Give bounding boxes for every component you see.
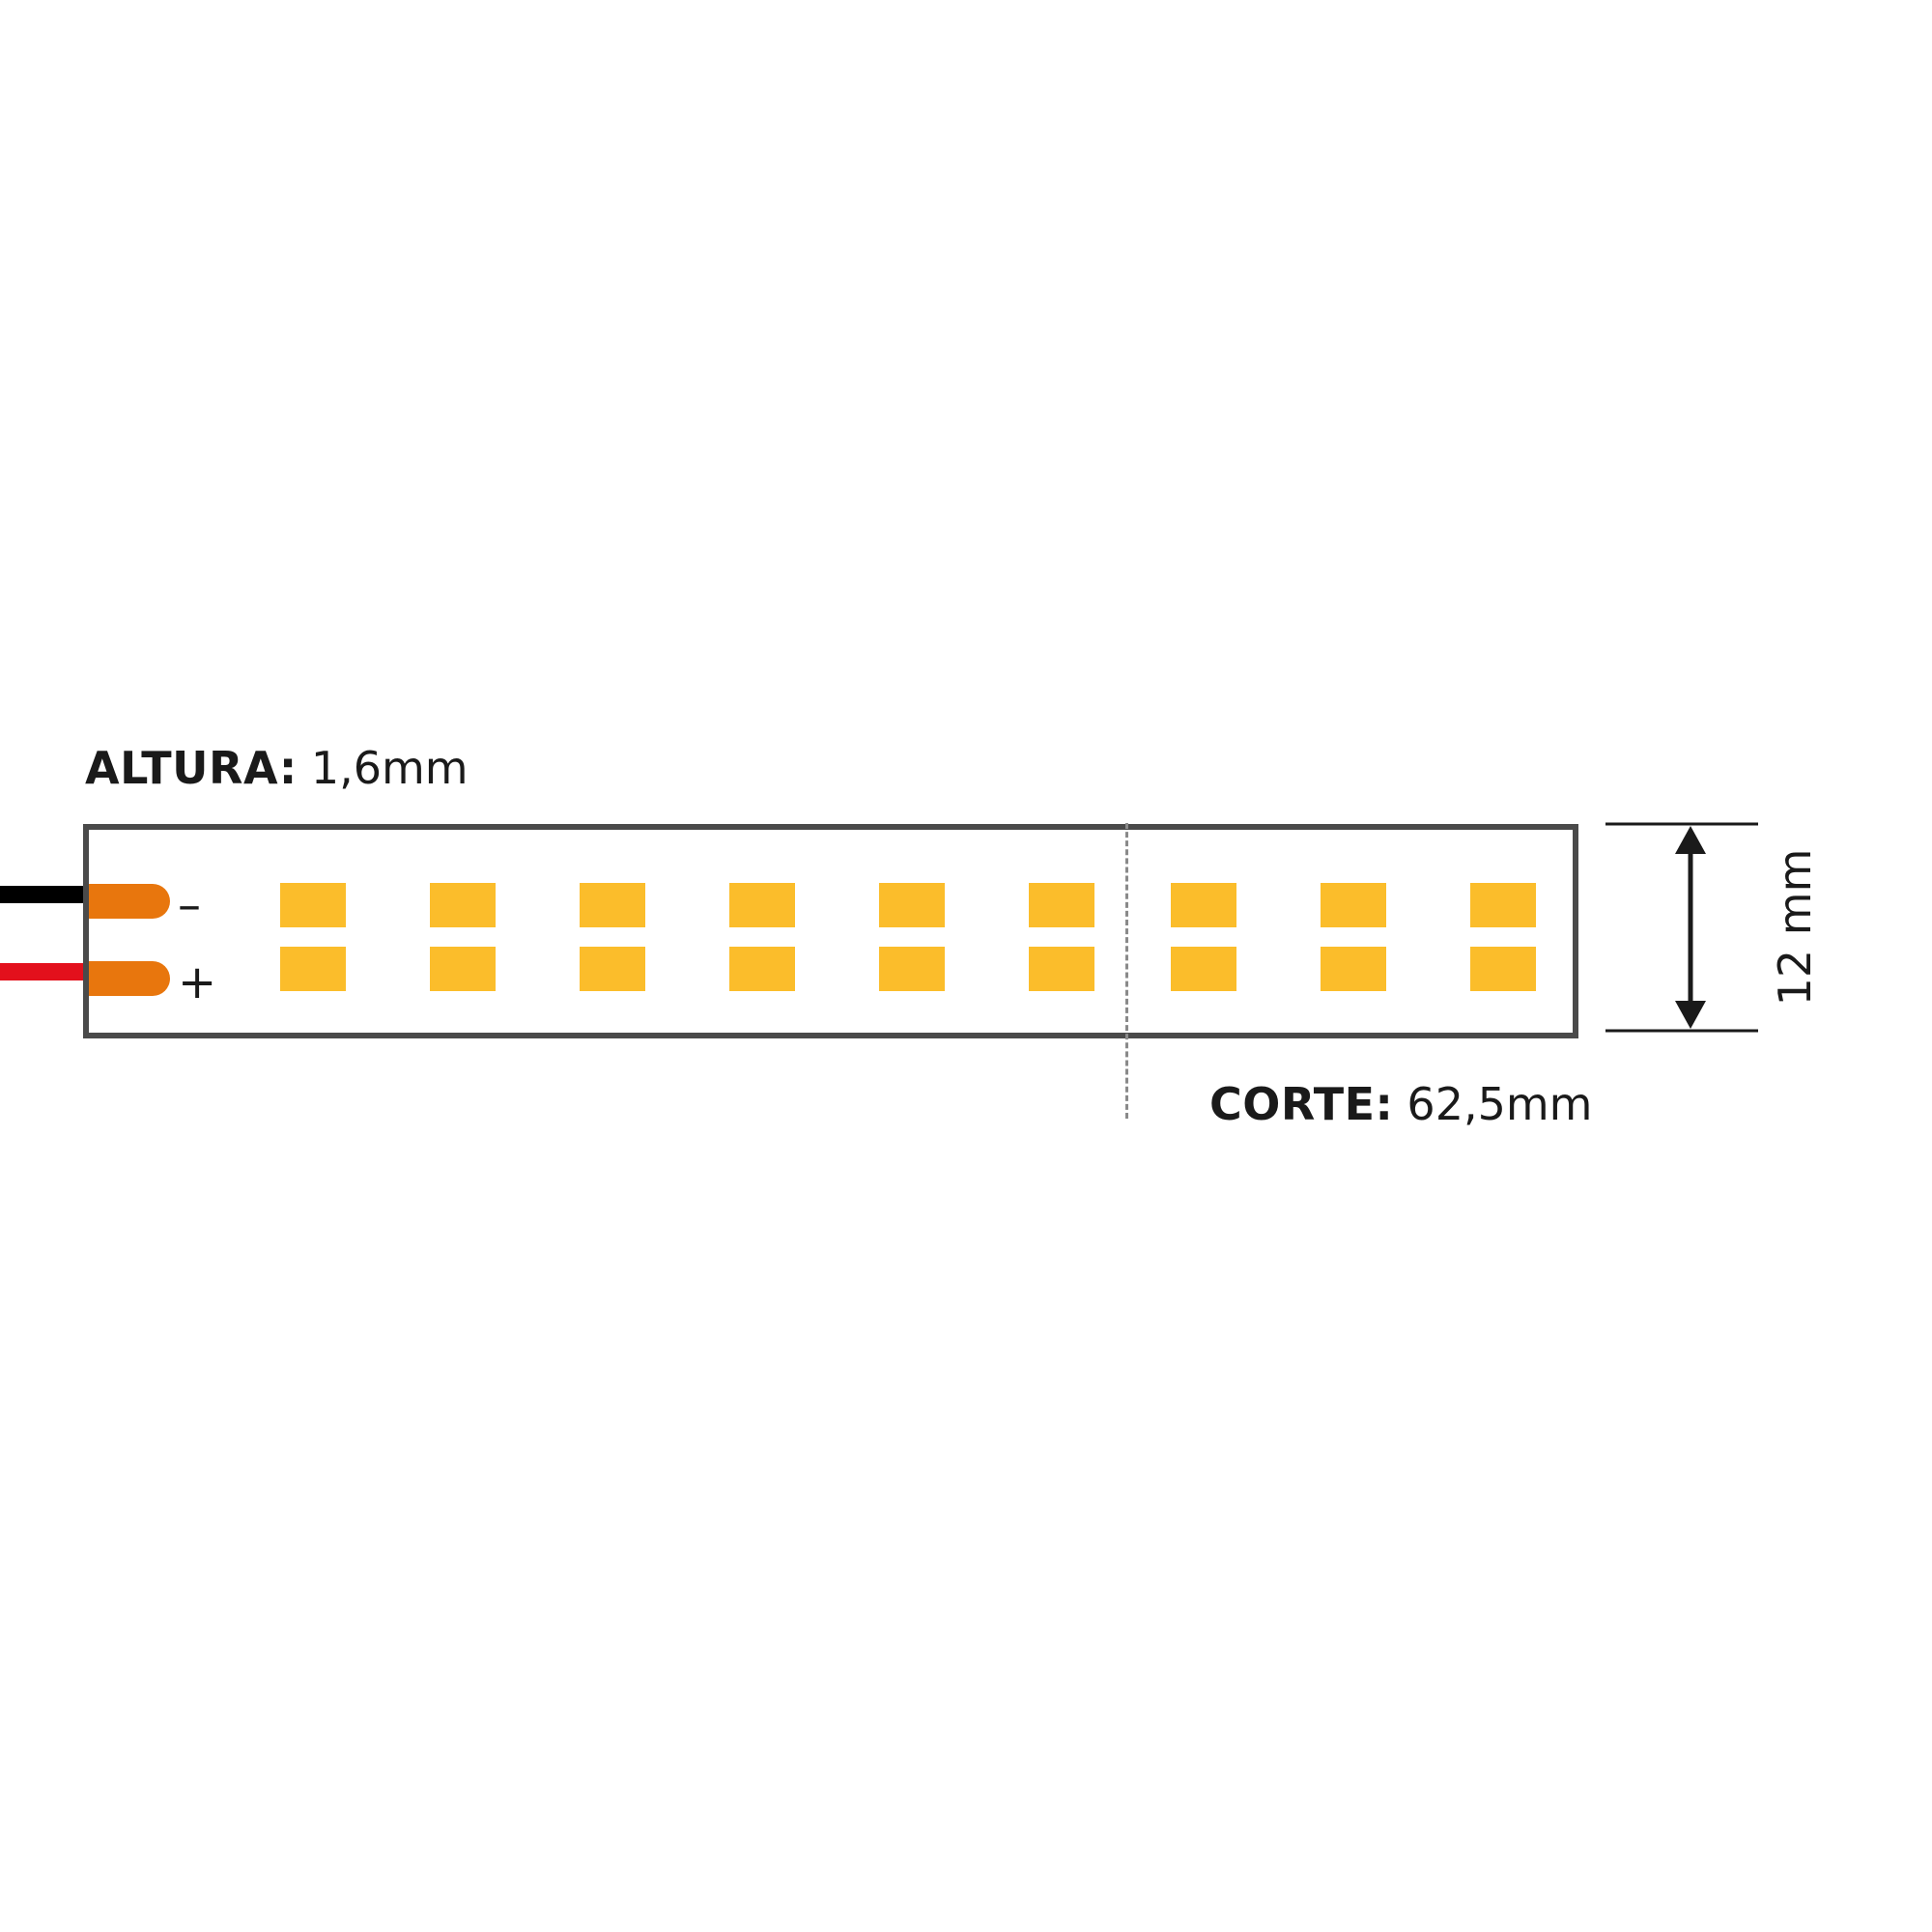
- led-chip: [1321, 947, 1386, 991]
- led-chip: [1470, 883, 1536, 927]
- positive-wire: [0, 963, 93, 980]
- positive-solder-pad: [89, 961, 170, 996]
- led-chip: [1029, 883, 1094, 927]
- led-chip: [430, 947, 496, 991]
- dim-arrow-up-icon: [1675, 826, 1706, 854]
- negative-wire: [0, 886, 93, 903]
- altura-key: ALTURA:: [85, 742, 298, 794]
- led-chip: [1171, 883, 1236, 927]
- width-dimension-label: 12 mm: [1769, 848, 1821, 1007]
- led-chip: [580, 947, 645, 991]
- corte-label: CORTE:62,5mm: [1209, 1082, 1592, 1126]
- altura-value: 1,6mm: [310, 742, 469, 794]
- led-chip: [1171, 947, 1236, 991]
- cut-line: [1125, 823, 1128, 1119]
- led-chip: [879, 947, 945, 991]
- led-chip: [1321, 883, 1386, 927]
- negative-symbol: –: [178, 878, 201, 932]
- led-chip: [580, 883, 645, 927]
- led-chip: [879, 883, 945, 927]
- led-chip: [430, 883, 496, 927]
- led-chip: [729, 947, 795, 991]
- led-chip: [729, 883, 795, 927]
- led-chip: [1470, 947, 1536, 991]
- width-dimension: [1605, 822, 1758, 1033]
- positive-symbol: +: [178, 955, 217, 1009]
- led-chip: [280, 947, 346, 991]
- led-strip: – +: [83, 824, 1578, 1038]
- corte-key: CORTE:: [1209, 1078, 1394, 1130]
- corte-value: 62,5mm: [1406, 1078, 1593, 1130]
- led-chip: [280, 883, 346, 927]
- dim-arrow-down-icon: [1675, 1001, 1706, 1029]
- led-chip: [1029, 947, 1094, 991]
- altura-label: ALTURA:1,6mm: [85, 746, 469, 790]
- negative-solder-pad: [89, 884, 170, 919]
